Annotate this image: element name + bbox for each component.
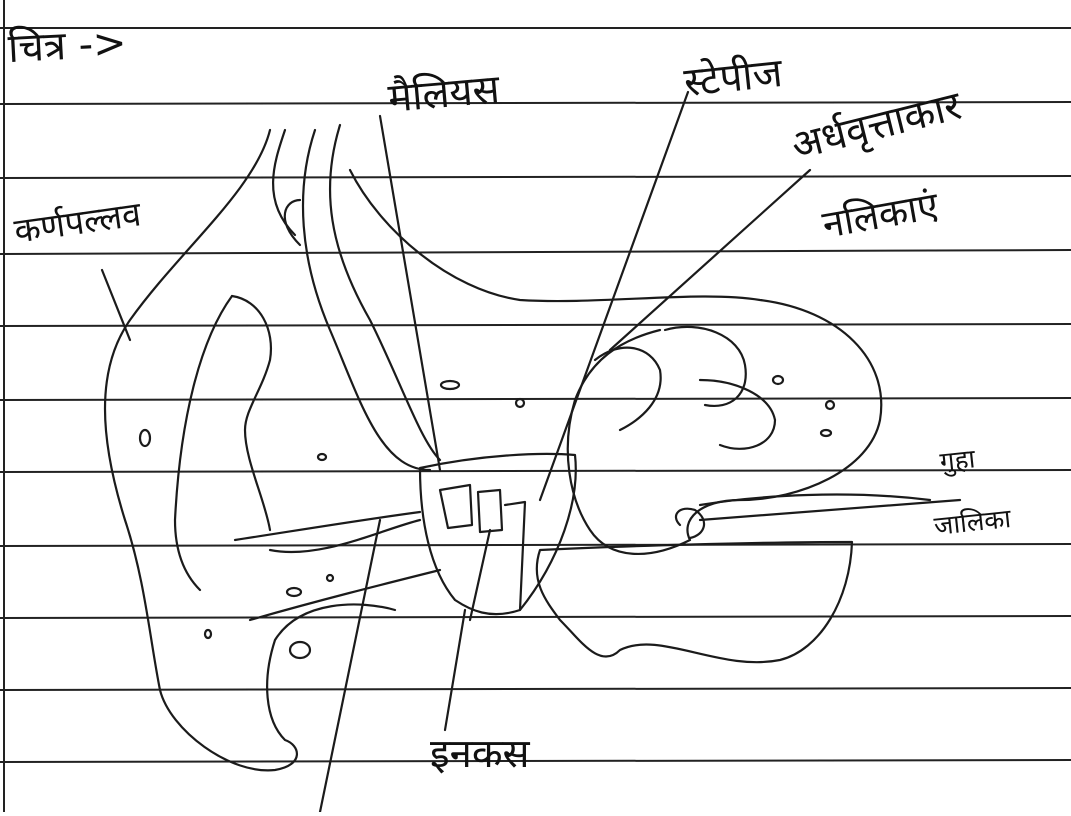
- label-stapes: स्टेपीज: [682, 53, 784, 103]
- label-incus: इनकस: [430, 734, 530, 774]
- label-cochlea-line2: जालिका: [933, 506, 1012, 540]
- base-block: [537, 542, 852, 662]
- label-cochlea-line1: गुहा: [939, 446, 977, 476]
- diagram-title: चित्र ->: [7, 23, 127, 69]
- outer-ear-pinna: [105, 130, 395, 770]
- ossicles-and-middle-ear: [420, 454, 576, 620]
- label-malleus: मैलियस: [386, 69, 501, 119]
